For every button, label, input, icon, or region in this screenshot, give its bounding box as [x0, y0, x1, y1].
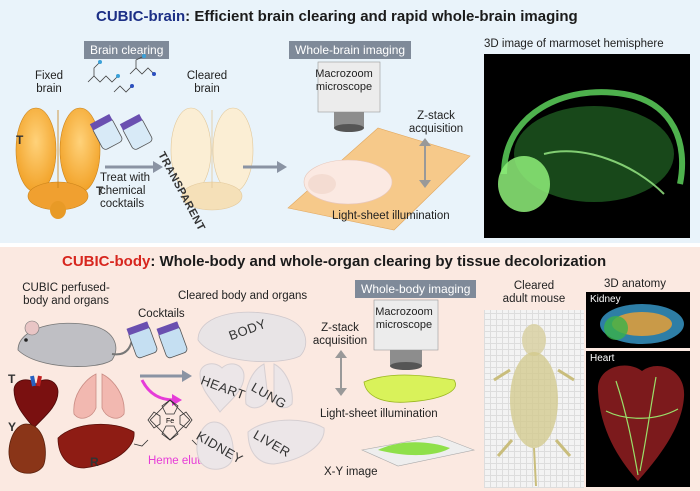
heart-3d-image: Heart: [586, 351, 690, 487]
brain-zstack-label: Z-stack acquisition: [408, 110, 464, 136]
cubic-body-label: CUBIC-body: [62, 253, 151, 270]
brain-panel-title: CUBIC-brain: Efficient brain clearing an…: [96, 8, 578, 25]
cleared-mouse-label: Cleared adult mouse: [502, 280, 566, 306]
fixed-brain-label: Fixed brain: [34, 70, 64, 96]
brain-zstack-arrow: [419, 138, 431, 188]
marmoset-hemisphere-image: [484, 54, 690, 238]
body-zstack-label: Z-stack acquisition: [312, 322, 368, 348]
perfused-kidney-image: [8, 423, 46, 474]
kidney-3d-image: Kidney: [586, 292, 690, 348]
perfused-lung-image: [73, 373, 125, 419]
imaging-arrow: [243, 161, 287, 173]
body-lightsheet-label: Light-sheet illumination: [320, 408, 438, 420]
cleared-brain-label: Cleared brain: [186, 70, 228, 96]
body-title-text: : Whole-body and whole-organ clearing by…: [150, 253, 607, 270]
body-imaging-setup: [360, 299, 476, 467]
whole-brain-imaging-tag: Whole-brain imaging: [289, 41, 412, 59]
perfused-kidney-letter: Y: [8, 420, 17, 434]
cleared-body-organs-label: Cleared body and organs: [178, 290, 308, 302]
fixed-brain-image: [15, 107, 101, 219]
perfused-liver-letter: R: [90, 455, 100, 469]
brain-clearing-tag: Brain clearing: [84, 41, 170, 59]
kidney-3d-label: Kidney: [590, 294, 621, 305]
body-microscope-label: Macrozoom microscope: [375, 306, 433, 331]
cubic-brain-label: CUBIC-brain: [96, 8, 186, 25]
body-zstack-arrow: [335, 350, 347, 396]
marmoset-caption: 3D image of marmoset hemisphere: [484, 38, 664, 50]
reagent-tubes-icon: [89, 113, 153, 150]
brain-lightsheet-label: Light-sheet illumination: [332, 210, 450, 222]
svg-text:Fe: Fe: [166, 418, 174, 425]
brain-imaging-setup: [287, 61, 471, 231]
perfused-heart-image: [13, 375, 59, 429]
clearing-arrow: [105, 161, 163, 173]
cleared-brain-image: [170, 107, 254, 211]
perfused-mouse-image: [17, 320, 133, 367]
cleared-mouse-photo: [484, 310, 584, 488]
brain-title-text: : Efficient brain clearing and rapid who…: [185, 8, 578, 25]
body-panel-title: CUBIC-body: Whole-body and whole-organ c…: [62, 253, 606, 270]
cocktails-label: Cocktails: [138, 308, 185, 320]
chemical-structures-icon: [87, 54, 156, 93]
perfused-body-label: CUBIC perfused- body and organs: [22, 282, 110, 308]
perfused-liver-image: [57, 423, 135, 469]
whole-body-imaging-tag: Whole-body imaging: [355, 280, 477, 298]
xy-image-label: X-Y image: [324, 466, 378, 478]
cocktail-tubes-icon: [126, 321, 188, 359]
treat-cocktails-label: Treat with chemical cocktails: [100, 172, 151, 211]
fixed-brain-letter-t: T: [16, 133, 24, 147]
heart-3d-label: Heart: [590, 353, 615, 364]
brain-microscope-label: Macrozoom microscope: [315, 68, 373, 93]
fixed-brain-letter-t2: T: [96, 184, 104, 198]
perfused-heart-letter: T: [8, 372, 16, 386]
heme-molecule-icon: Fe: [133, 399, 207, 447]
anatomy-label: 3D anatomy: [604, 278, 667, 290]
cleared-organs-silhouettes: [196, 311, 325, 470]
